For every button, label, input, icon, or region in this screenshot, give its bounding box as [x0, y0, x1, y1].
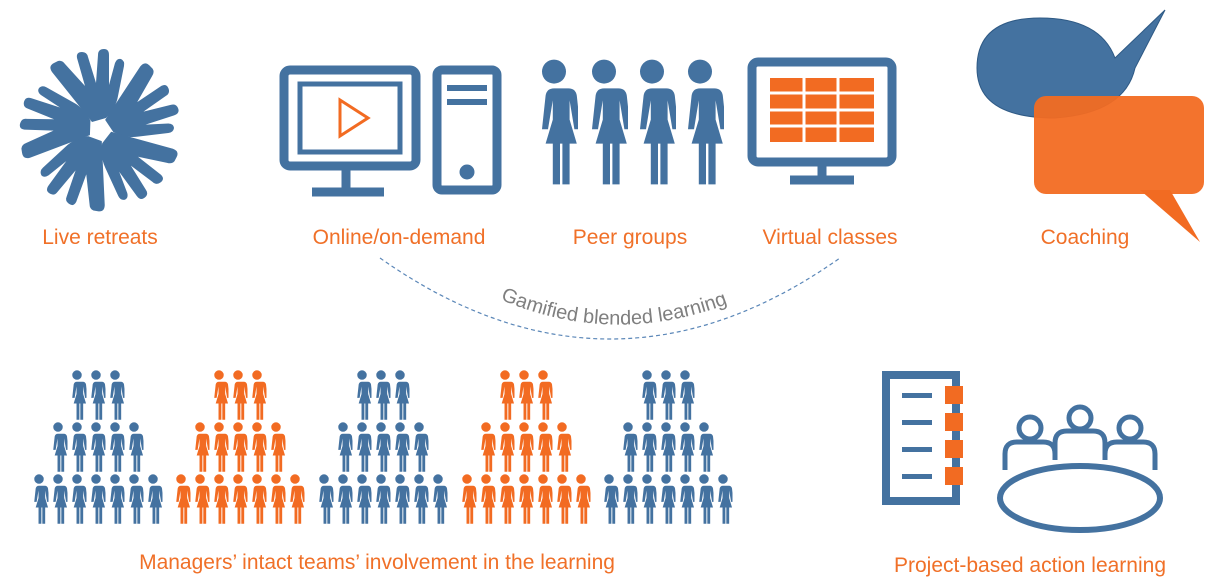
person-icon	[232, 370, 248, 420]
person-icon	[356, 474, 372, 524]
person-icon	[556, 422, 572, 472]
person-icon	[213, 370, 229, 420]
person-icon	[33, 474, 49, 524]
person-icon	[556, 474, 572, 524]
person-icon	[432, 474, 448, 524]
team-pyramid	[461, 370, 591, 524]
person-icon	[71, 422, 87, 472]
label-virtual-classes: Virtual classes	[762, 226, 898, 249]
person-icon	[251, 422, 267, 472]
label-live-retreats: Live retreats	[42, 226, 158, 249]
person-icon	[518, 422, 534, 472]
person-icon	[71, 474, 87, 524]
person-icon	[679, 422, 695, 472]
label-managers: Managers’ intact teams’ involvement in t…	[139, 551, 615, 574]
person-icon	[232, 422, 248, 472]
person-icon	[641, 370, 657, 420]
meeting-table-icon	[997, 404, 1163, 533]
virtual-class-monitor-icon	[747, 57, 897, 185]
person-icon	[518, 370, 534, 420]
person-icon	[356, 422, 372, 472]
person-icon	[194, 474, 210, 524]
person-icon	[622, 422, 638, 472]
person-icon	[679, 370, 695, 420]
person-icon	[356, 370, 372, 420]
team-pyramid	[318, 370, 448, 524]
label-online: Online/on-demand	[312, 226, 486, 249]
person-icon	[270, 474, 286, 524]
person-icon	[128, 422, 144, 472]
person-icon	[499, 422, 515, 472]
person-icon	[213, 474, 229, 524]
person-icon	[147, 474, 163, 524]
speech-bubbles-icon	[976, 9, 1204, 242]
person-icon	[679, 474, 695, 524]
peer-group-icon	[539, 59, 724, 185]
person-icon	[232, 474, 248, 524]
person-icon	[518, 474, 534, 524]
person-icon	[480, 474, 496, 524]
person-icon	[128, 474, 144, 524]
person-icon	[394, 474, 410, 524]
checklist-icon	[882, 371, 963, 505]
person-icon	[641, 474, 657, 524]
person-icon	[109, 422, 125, 472]
person-icon	[660, 422, 676, 472]
person-icon	[337, 474, 353, 524]
person-icon	[289, 474, 305, 524]
person-icon	[660, 370, 676, 420]
person-icon	[537, 422, 553, 472]
blend-arc	[379, 257, 841, 340]
person-icon	[537, 474, 553, 524]
person-icon	[698, 422, 714, 472]
team-pyramids	[33, 370, 733, 524]
label-project: Project-based action learning	[894, 554, 1166, 577]
team-pyramid	[33, 370, 163, 524]
person-icon	[499, 370, 515, 420]
person-icon	[175, 474, 191, 524]
person-icon	[90, 474, 106, 524]
person-icon	[251, 474, 267, 524]
person-icon	[394, 370, 410, 420]
person-icon	[603, 474, 619, 524]
person-icon	[480, 422, 496, 472]
person-icon	[52, 474, 68, 524]
person-icon	[375, 370, 391, 420]
team-pyramid	[603, 370, 733, 524]
person-icon	[109, 474, 125, 524]
person-icon	[575, 474, 591, 524]
person-icon	[194, 422, 210, 472]
gamified-label: Gamified blended learning	[498, 284, 729, 330]
label-coaching: Coaching	[1040, 226, 1130, 249]
person-icon	[90, 422, 106, 472]
person-icon	[537, 370, 553, 420]
person-icon	[461, 474, 477, 524]
person-icon	[413, 422, 429, 472]
hands-icon	[7, 49, 188, 225]
label-peer-groups: Peer groups	[572, 226, 688, 249]
person-icon	[318, 474, 334, 524]
person-icon	[71, 370, 87, 420]
team-pyramid	[175, 370, 305, 524]
person-icon	[660, 474, 676, 524]
person-icon	[375, 474, 391, 524]
person-icon	[717, 474, 733, 524]
play-icon	[338, 97, 371, 139]
person-icon	[394, 422, 410, 472]
person-icon	[337, 422, 353, 472]
person-icon	[251, 370, 267, 420]
person-icon	[375, 422, 391, 472]
person-icon	[641, 422, 657, 472]
person-icon	[213, 422, 229, 472]
person-icon	[698, 474, 714, 524]
person-icon	[499, 474, 515, 524]
person-icon	[413, 474, 429, 524]
person-icon	[90, 370, 106, 420]
person-icon	[270, 422, 286, 472]
computer-icon	[279, 65, 502, 197]
person-icon	[52, 422, 68, 472]
person-icon	[109, 370, 125, 420]
person-icon	[622, 474, 638, 524]
